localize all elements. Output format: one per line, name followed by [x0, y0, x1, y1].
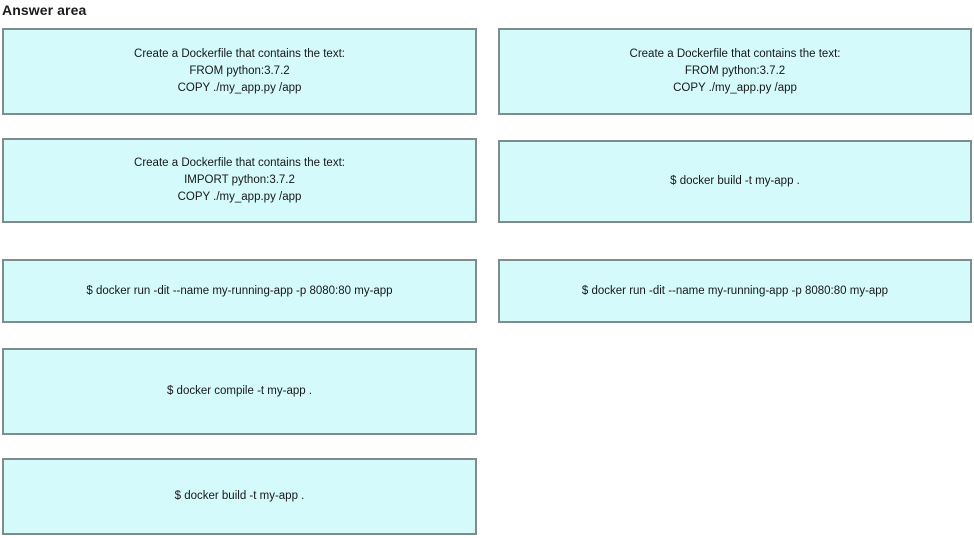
page-title: Answer area: [2, 2, 87, 18]
option-tile-label: $ docker compile -t my-app .: [166, 385, 313, 397]
option-tile-docker-compile[interactable]: $ docker compile -t my-app .: [2, 348, 477, 435]
answer-slot-label: $ docker run -dit --name my-running-app …: [581, 284, 889, 297]
option-tile-label: Create a Dockerfile that contains the te…: [134, 157, 345, 203]
option-tile-dockerfile-import[interactable]: Create a Dockerfile that contains the te…: [2, 138, 477, 223]
option-tile-docker-build[interactable]: $ docker build -t my-app .: [2, 458, 477, 535]
option-tile-label: $ docker run -dit --name my-running-app …: [86, 284, 393, 297]
answer-slot-docker-run[interactable]: $ docker run -dit --name my-running-app …: [498, 259, 972, 323]
option-tile-label: Create a Dockerfile that contains the te…: [134, 48, 345, 94]
answer-slot-docker-build[interactable]: $ docker build -t my-app .: [498, 140, 972, 223]
answer-slot-label: Create a Dockerfile that contains the te…: [629, 48, 841, 94]
option-tile-label: $ docker build -t my-app .: [174, 490, 305, 502]
option-tile-dockerfile-from[interactable]: Create a Dockerfile that contains the te…: [2, 28, 477, 115]
answer-slot-label: $ docker build -t my-app .: [670, 175, 800, 187]
option-tile-docker-run[interactable]: $ docker run -dit --name my-running-app …: [2, 259, 477, 323]
answer-slot-dockerfile-from[interactable]: Create a Dockerfile that contains the te…: [498, 28, 972, 115]
